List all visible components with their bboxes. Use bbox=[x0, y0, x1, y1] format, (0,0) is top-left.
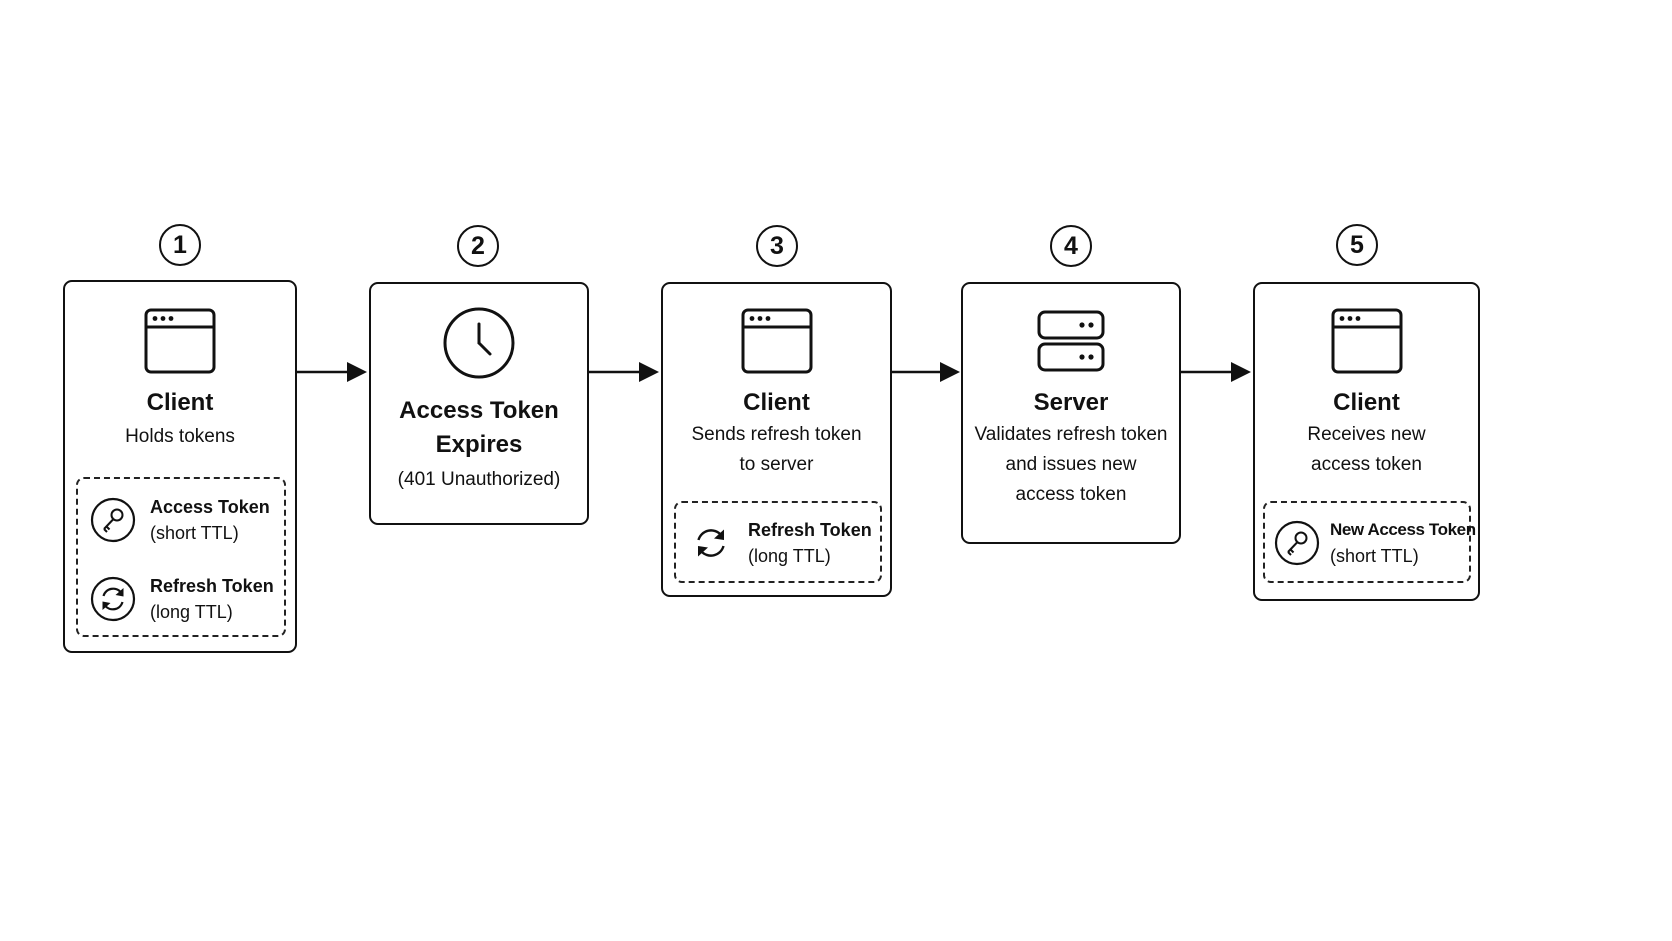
token-name: Refresh Token bbox=[150, 576, 274, 596]
step-title: Client bbox=[146, 389, 214, 416]
step-number-1: 1 bbox=[159, 224, 201, 266]
token-group: Access Token (short TTL) Refresh Token (… bbox=[76, 477, 286, 637]
step-number-5: 5 bbox=[1336, 224, 1378, 266]
step-description-line-2: access token bbox=[1311, 454, 1422, 475]
server-icon bbox=[1037, 310, 1105, 372]
token-ttl: (short TTL) bbox=[1330, 546, 1419, 566]
step-3-client-box: Client Sends refresh token to server Ref… bbox=[661, 282, 892, 597]
key-icon bbox=[90, 497, 136, 543]
step-5-client-box: Client Receives new access token New Acc… bbox=[1253, 282, 1480, 601]
refresh-icon bbox=[90, 576, 136, 622]
step-title: Client bbox=[1333, 389, 1400, 416]
step-title: Access Token bbox=[399, 397, 559, 424]
step-1-client-box: Client Holds tokens Access Token (short … bbox=[63, 280, 297, 653]
browser-window-icon bbox=[741, 308, 812, 374]
arrow-2-to-3 bbox=[589, 362, 659, 382]
token-ttl: (long TTL) bbox=[150, 602, 233, 622]
step-number-4: 4 bbox=[1050, 225, 1092, 267]
token-name: Refresh Token bbox=[748, 520, 872, 540]
step-title-line-2: Expires bbox=[435, 431, 523, 458]
clock-icon bbox=[443, 307, 515, 379]
step-description: Holds tokens bbox=[125, 426, 235, 447]
key-icon bbox=[1274, 520, 1320, 566]
step-title: Server bbox=[1033, 389, 1109, 416]
arrow-4-to-5 bbox=[1181, 362, 1251, 382]
step-description-line-2: to server bbox=[739, 454, 814, 475]
step-description: Validates refresh token bbox=[974, 424, 1168, 445]
refresh-icon bbox=[697, 529, 725, 557]
step-description-line-3: access token bbox=[1015, 484, 1127, 505]
step-description: Receives new bbox=[1307, 424, 1426, 445]
step-description: Sends refresh token bbox=[691, 424, 862, 445]
browser-window-icon bbox=[144, 308, 216, 374]
step-description: (401 Unauthorized) bbox=[397, 469, 561, 490]
token-ttl: (long TTL) bbox=[748, 546, 831, 566]
token-group: Refresh Token (long TTL) bbox=[674, 501, 882, 583]
token-item-refresh: Refresh Token (long TTL) bbox=[90, 573, 274, 625]
step-description-line-2: and issues new bbox=[1005, 454, 1137, 475]
step-number-2: 2 bbox=[457, 225, 499, 267]
arrow-3-to-4 bbox=[892, 362, 960, 382]
browser-window-icon bbox=[1331, 308, 1402, 374]
arrow-1-to-2 bbox=[297, 362, 367, 382]
token-group: New Access Token (short TTL) bbox=[1263, 501, 1476, 583]
token-item-refresh: Refresh Token (long TTL) bbox=[688, 517, 872, 569]
token-item-access: Access Token (short TTL) bbox=[90, 494, 270, 546]
token-name: Access Token bbox=[150, 497, 270, 517]
step-number-3: 3 bbox=[756, 225, 798, 267]
token-item-new-access: New Access Token (short TTL) bbox=[1274, 517, 1476, 569]
step-title: Client bbox=[743, 389, 810, 416]
step-2-expiry-box: Access Token Expires (401 Unauthorized) bbox=[369, 282, 589, 525]
token-name: New Access Token bbox=[1330, 520, 1476, 539]
step-4-server-box: Server Validates refresh token and issue… bbox=[961, 282, 1181, 544]
token-ttl: (short TTL) bbox=[150, 523, 239, 543]
